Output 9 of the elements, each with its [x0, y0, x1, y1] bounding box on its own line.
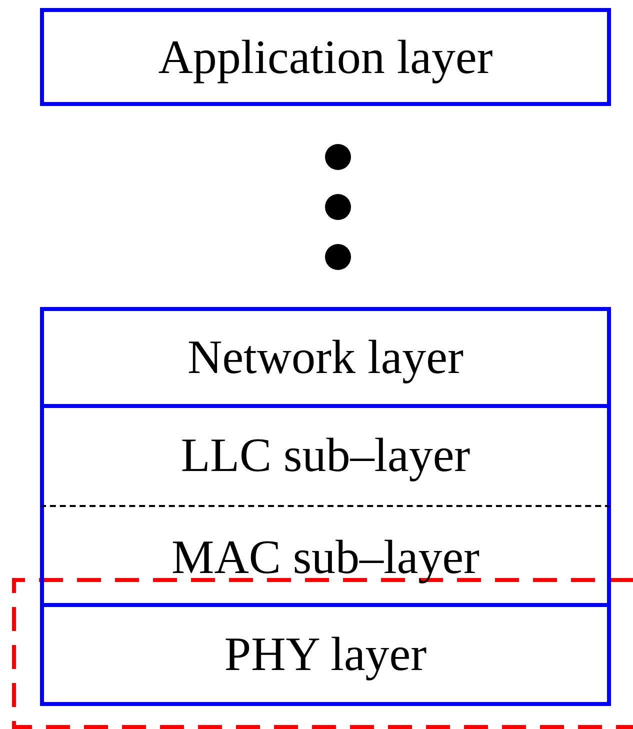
layer-name: PHY layer [224, 627, 427, 682]
layer-name: LLC sub–layer [180, 428, 470, 483]
layer-box [40, 603, 611, 706]
layer-name: MAC sub–layer [172, 530, 480, 584]
layer-box [40, 406, 611, 507]
layer-name: Network layer [188, 330, 464, 385]
layer-box [40, 8, 611, 106]
layer-name: Application layer [158, 30, 493, 84]
layer-box [40, 307, 611, 408]
